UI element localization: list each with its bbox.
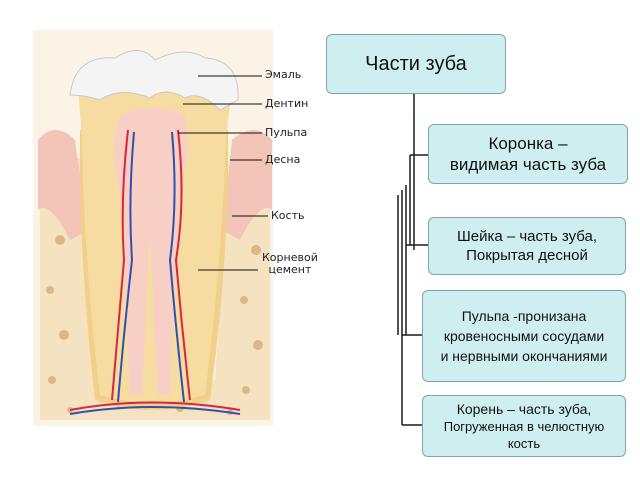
crown-line2: видимая часть зуба [449, 155, 607, 174]
root-line2: Погруженная в челюстную [443, 418, 605, 434]
root-box: Корень – часть зуба, Погруженная в челюс… [422, 395, 626, 457]
label-cement-line1: Корневой [262, 251, 318, 264]
label-gum: Десна [265, 153, 301, 166]
root-line3: кость [507, 435, 541, 451]
enamel [69, 50, 239, 111]
callout-lines [178, 75, 268, 271]
label-dentin: Дентин [265, 97, 309, 110]
gum [38, 130, 88, 240]
crown-box: Коронка – видимая часть зуба [428, 124, 628, 184]
title-text: Части зуба [365, 52, 467, 75]
vessel-base-vein [69, 406, 241, 415]
neck-box: Шейка – часть зуба, Покрытая десной [428, 217, 626, 275]
label-cement-line2: цемент [268, 263, 312, 276]
root-line1: Корень – часть зуба, [456, 400, 592, 417]
artery [111, 129, 191, 401]
pulp-box: Пульпа -пронизана кровеносными сосудами … [422, 290, 626, 382]
label-bone: Кость [271, 209, 305, 222]
neck-line1: Шейка – часть зуба, [456, 228, 598, 245]
pulp-line3: и нервными окончаниями [440, 348, 608, 364]
label-cement: Корневой цемент [262, 252, 318, 276]
title-box: Части зуба [326, 34, 506, 94]
label-enamel: Эмаль [265, 68, 302, 81]
label-pulp: Пульпа [265, 126, 308, 139]
vessel-base [69, 401, 241, 411]
pulp [114, 107, 188, 395]
neck-line2: Покрытая десной [466, 247, 588, 264]
pulp-line1: Пульпа -пронизана [461, 308, 587, 324]
vein [117, 131, 185, 403]
gum-right [222, 130, 272, 240]
crown-line1: Коронка – [488, 134, 568, 153]
pulp-line2: кровеносными сосудами [443, 328, 605, 344]
blood-vessels [69, 129, 241, 415]
